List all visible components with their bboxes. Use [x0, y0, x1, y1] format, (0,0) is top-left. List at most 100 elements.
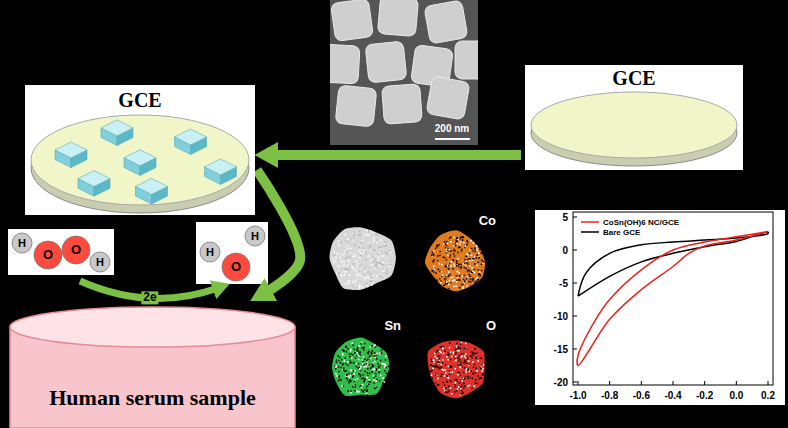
map-speckle	[478, 257, 480, 259]
map-speckle	[467, 259, 469, 261]
map-speckle	[352, 375, 354, 377]
map-speckle	[435, 272, 437, 274]
map-speckle	[459, 382, 461, 384]
map-speckle	[368, 277, 370, 279]
map-speckle	[461, 355, 463, 357]
map-speckle	[465, 265, 467, 267]
map-speckle	[435, 382, 437, 384]
map-speckle	[345, 267, 347, 269]
map-speckle	[363, 356, 365, 358]
map-speckle	[360, 268, 362, 270]
map-speckle	[351, 370, 353, 372]
map-speckle	[438, 362, 440, 364]
map-speckle	[457, 350, 459, 352]
map-speckle	[381, 349, 383, 351]
axis-tick-label: -10	[554, 311, 568, 322]
map-speckle	[462, 275, 464, 277]
cube-face	[78, 171, 110, 187]
map-speckle	[462, 239, 464, 241]
map-speckle	[339, 357, 341, 359]
map-speckle	[340, 362, 342, 364]
map-speckle	[371, 371, 373, 373]
map-speckle	[363, 347, 365, 349]
map-speckle	[349, 252, 351, 254]
atom-symbol: O	[231, 260, 241, 274]
map-speckle	[376, 358, 378, 360]
map-speckle	[468, 377, 470, 379]
map-speckle	[368, 234, 370, 236]
map-speckle	[366, 377, 368, 379]
map-speckle	[351, 248, 353, 250]
map-speckle	[469, 275, 471, 277]
map-speckle	[359, 354, 361, 356]
cv-curve	[578, 232, 768, 296]
map-speckle	[447, 359, 449, 361]
map-speckle	[450, 277, 452, 279]
map-speckle	[460, 343, 462, 345]
element-map: O	[410, 315, 502, 410]
map-speckle	[464, 259, 466, 261]
map-speckle	[346, 374, 348, 376]
map-speckle	[350, 353, 352, 355]
axis-tick-label: 0.2	[761, 390, 775, 401]
map-speckle	[349, 263, 351, 265]
map-speckle	[384, 370, 386, 372]
legend-label: Bare GCE	[603, 228, 640, 237]
map-speckle	[446, 275, 448, 277]
map-speckle	[361, 389, 363, 391]
map-speckle	[460, 361, 462, 363]
map-speckle	[359, 374, 361, 376]
map-speckle	[470, 370, 472, 372]
map-speckle	[339, 274, 341, 276]
map-speckle	[358, 359, 360, 361]
map-speckle	[357, 348, 359, 350]
map-speckle	[455, 285, 457, 287]
map-speckle	[433, 261, 435, 263]
map-speckle	[362, 384, 364, 386]
map-speckle	[355, 287, 357, 289]
atom-symbol: H	[251, 230, 259, 242]
map-speckle	[375, 375, 377, 377]
map-speckle	[351, 266, 353, 268]
map-speckle	[369, 346, 371, 348]
map-speckle	[380, 248, 382, 250]
map-speckle	[363, 236, 365, 238]
nanocube	[377, 0, 418, 37]
tick-mark	[768, 381, 769, 385]
map-speckle	[476, 383, 478, 385]
tick-mark	[641, 381, 642, 385]
map-speckle	[347, 348, 349, 350]
map-speckle	[437, 260, 439, 262]
map-speckle	[461, 380, 463, 382]
map-speckle	[465, 376, 467, 378]
map-speckle	[354, 370, 356, 372]
map-speckle	[379, 372, 381, 374]
map-speckle	[371, 269, 373, 271]
map-speckle	[338, 272, 340, 274]
legend-line-sample	[580, 228, 600, 236]
map-speckle	[366, 387, 368, 389]
map-speckle	[471, 255, 473, 257]
map-speckle	[469, 265, 471, 267]
map-speckle	[338, 371, 340, 373]
map-speckle	[377, 262, 379, 264]
map-speckle	[368, 379, 370, 381]
map-speckle	[456, 343, 458, 345]
map-speckle	[355, 236, 357, 238]
map-speckle	[341, 275, 343, 277]
map-speckle	[433, 254, 435, 256]
map-speckle	[472, 373, 474, 375]
map-speckle	[371, 366, 373, 368]
node-label: Sn	[384, 319, 401, 333]
electrode-surface	[531, 92, 737, 158]
map-speckle	[356, 275, 358, 277]
map-speckle	[380, 252, 382, 254]
map-speckle	[430, 364, 432, 366]
map-speckle	[354, 381, 356, 383]
map-speckle	[452, 268, 454, 270]
map-speckle	[384, 244, 386, 246]
map-speckle	[368, 255, 370, 257]
map-speckle	[364, 274, 366, 276]
atom-symbol: H	[18, 237, 26, 249]
map-speckle	[367, 352, 369, 354]
